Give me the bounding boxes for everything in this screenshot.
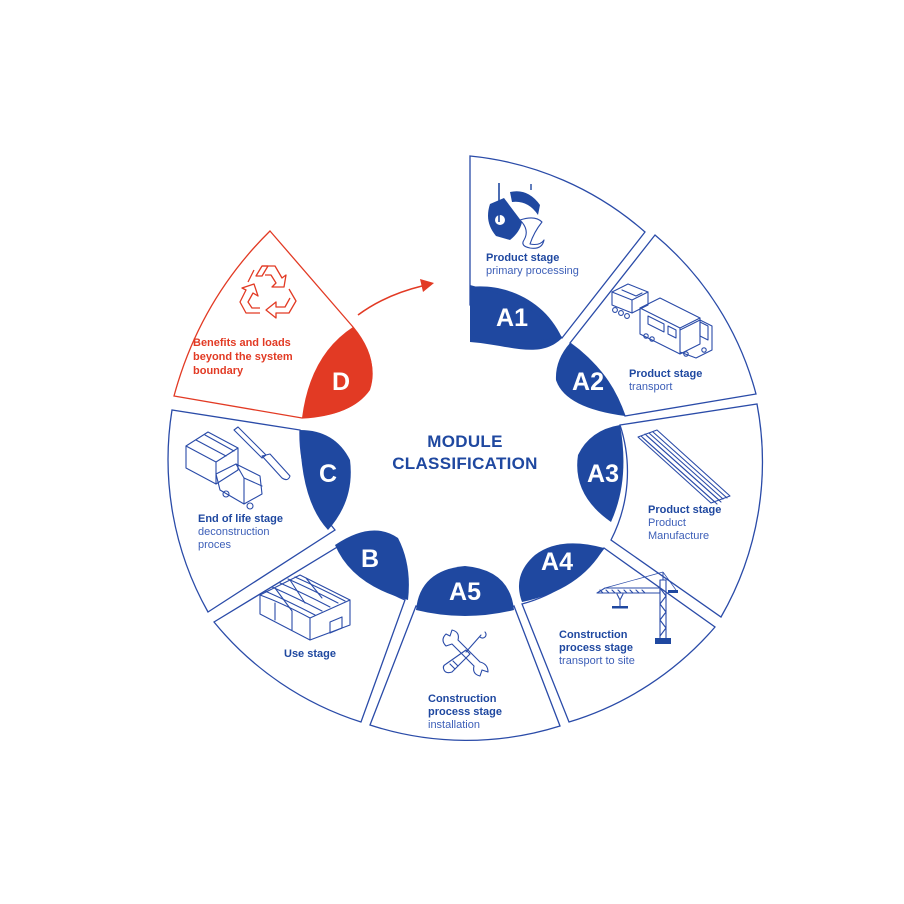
segment-a2: A2 Product stage transport — [555, 234, 757, 417]
segment-a3: A3 Product stage Product Manufacture — [577, 403, 764, 618]
segment-d-title-1: Benefits and loads — [193, 337, 291, 349]
truck-screwdriver-icon — [185, 426, 291, 510]
segment-a4-subtitle: transport to site — [559, 655, 635, 667]
segment-a1: A1 Product stage primary processing — [469, 155, 646, 350]
flow-arrow-line — [357, 285, 423, 316]
building-icon — [259, 574, 351, 641]
flow-arrow-head-icon — [420, 279, 434, 292]
segment-a5-code: A5 — [449, 578, 481, 606]
segment-a5-badge — [416, 566, 514, 616]
segment-a4-title-2: process stage — [559, 642, 633, 654]
segment-b: B Use stage — [213, 530, 409, 723]
segment-a3-outline — [610, 403, 764, 618]
train-icon — [611, 283, 713, 359]
segment-d-title-2: beyond the system — [193, 351, 293, 363]
corrugated-sheet-icon — [637, 429, 731, 505]
segment-a2-code: A2 — [572, 368, 604, 396]
segment-a5-title-2: process stage — [428, 706, 502, 718]
segment-a1-badge-fill — [470, 285, 562, 344]
segment-c-subtitle-1: deconstruction — [198, 526, 270, 538]
segment-d-badge — [302, 327, 373, 418]
segment-c-badge — [300, 430, 351, 530]
segment-a4: A4 Construction process stage transport … — [518, 543, 716, 723]
segment-c: C End of life stage deconstruction proce… — [167, 409, 351, 613]
center-title-line2: CLASSIFICATION — [392, 454, 538, 473]
segment-a3-code: A3 — [587, 460, 619, 488]
segment-a5-title-1: Construction — [428, 693, 497, 705]
segment-a1-title: Product stage — [486, 252, 559, 264]
ladle-pouring-icon — [488, 183, 545, 249]
segment-d-code: D — [332, 368, 350, 396]
segment-d-title-3: boundary — [193, 365, 244, 377]
segment-a5-subtitle: installation — [428, 719, 480, 731]
segment-b-title: Use stage — [284, 648, 336, 660]
segment-a3-title: Product stage — [648, 504, 721, 516]
segment-a3-subtitle-2: Manufacture — [648, 530, 709, 542]
segment-c-code: C — [319, 460, 337, 488]
segment-a4-code: A4 — [541, 548, 573, 576]
recycle-icon — [239, 265, 297, 319]
segment-c-title: End of life stage — [198, 513, 283, 525]
segment-b-code: B — [361, 545, 379, 573]
flow-arrow — [357, 279, 434, 316]
wrench-screwdriver-icon — [442, 629, 489, 677]
segment-d: D Benefits and loads beyond the system b… — [173, 230, 373, 419]
center-title-line1: MODULE — [427, 432, 502, 451]
segment-a2-title: Product stage — [629, 368, 702, 380]
tower-crane-icon — [596, 571, 678, 644]
segment-a1-code: A1 — [496, 304, 528, 332]
segment-a1-subtitle: primary processing — [486, 265, 579, 277]
segment-a2-badge — [555, 343, 625, 416]
segment-a3-badge — [577, 425, 624, 522]
segment-c-subtitle-2: proces — [198, 539, 232, 551]
segment-a5: A5 Construction process stage installati… — [369, 566, 561, 742]
segment-a2-subtitle: transport — [629, 381, 672, 393]
segment-b-badge — [335, 530, 409, 600]
segment-a4-badge — [518, 543, 604, 602]
segment-a3-subtitle-1: Product — [648, 517, 686, 529]
segment-a4-title-1: Construction — [559, 629, 628, 641]
